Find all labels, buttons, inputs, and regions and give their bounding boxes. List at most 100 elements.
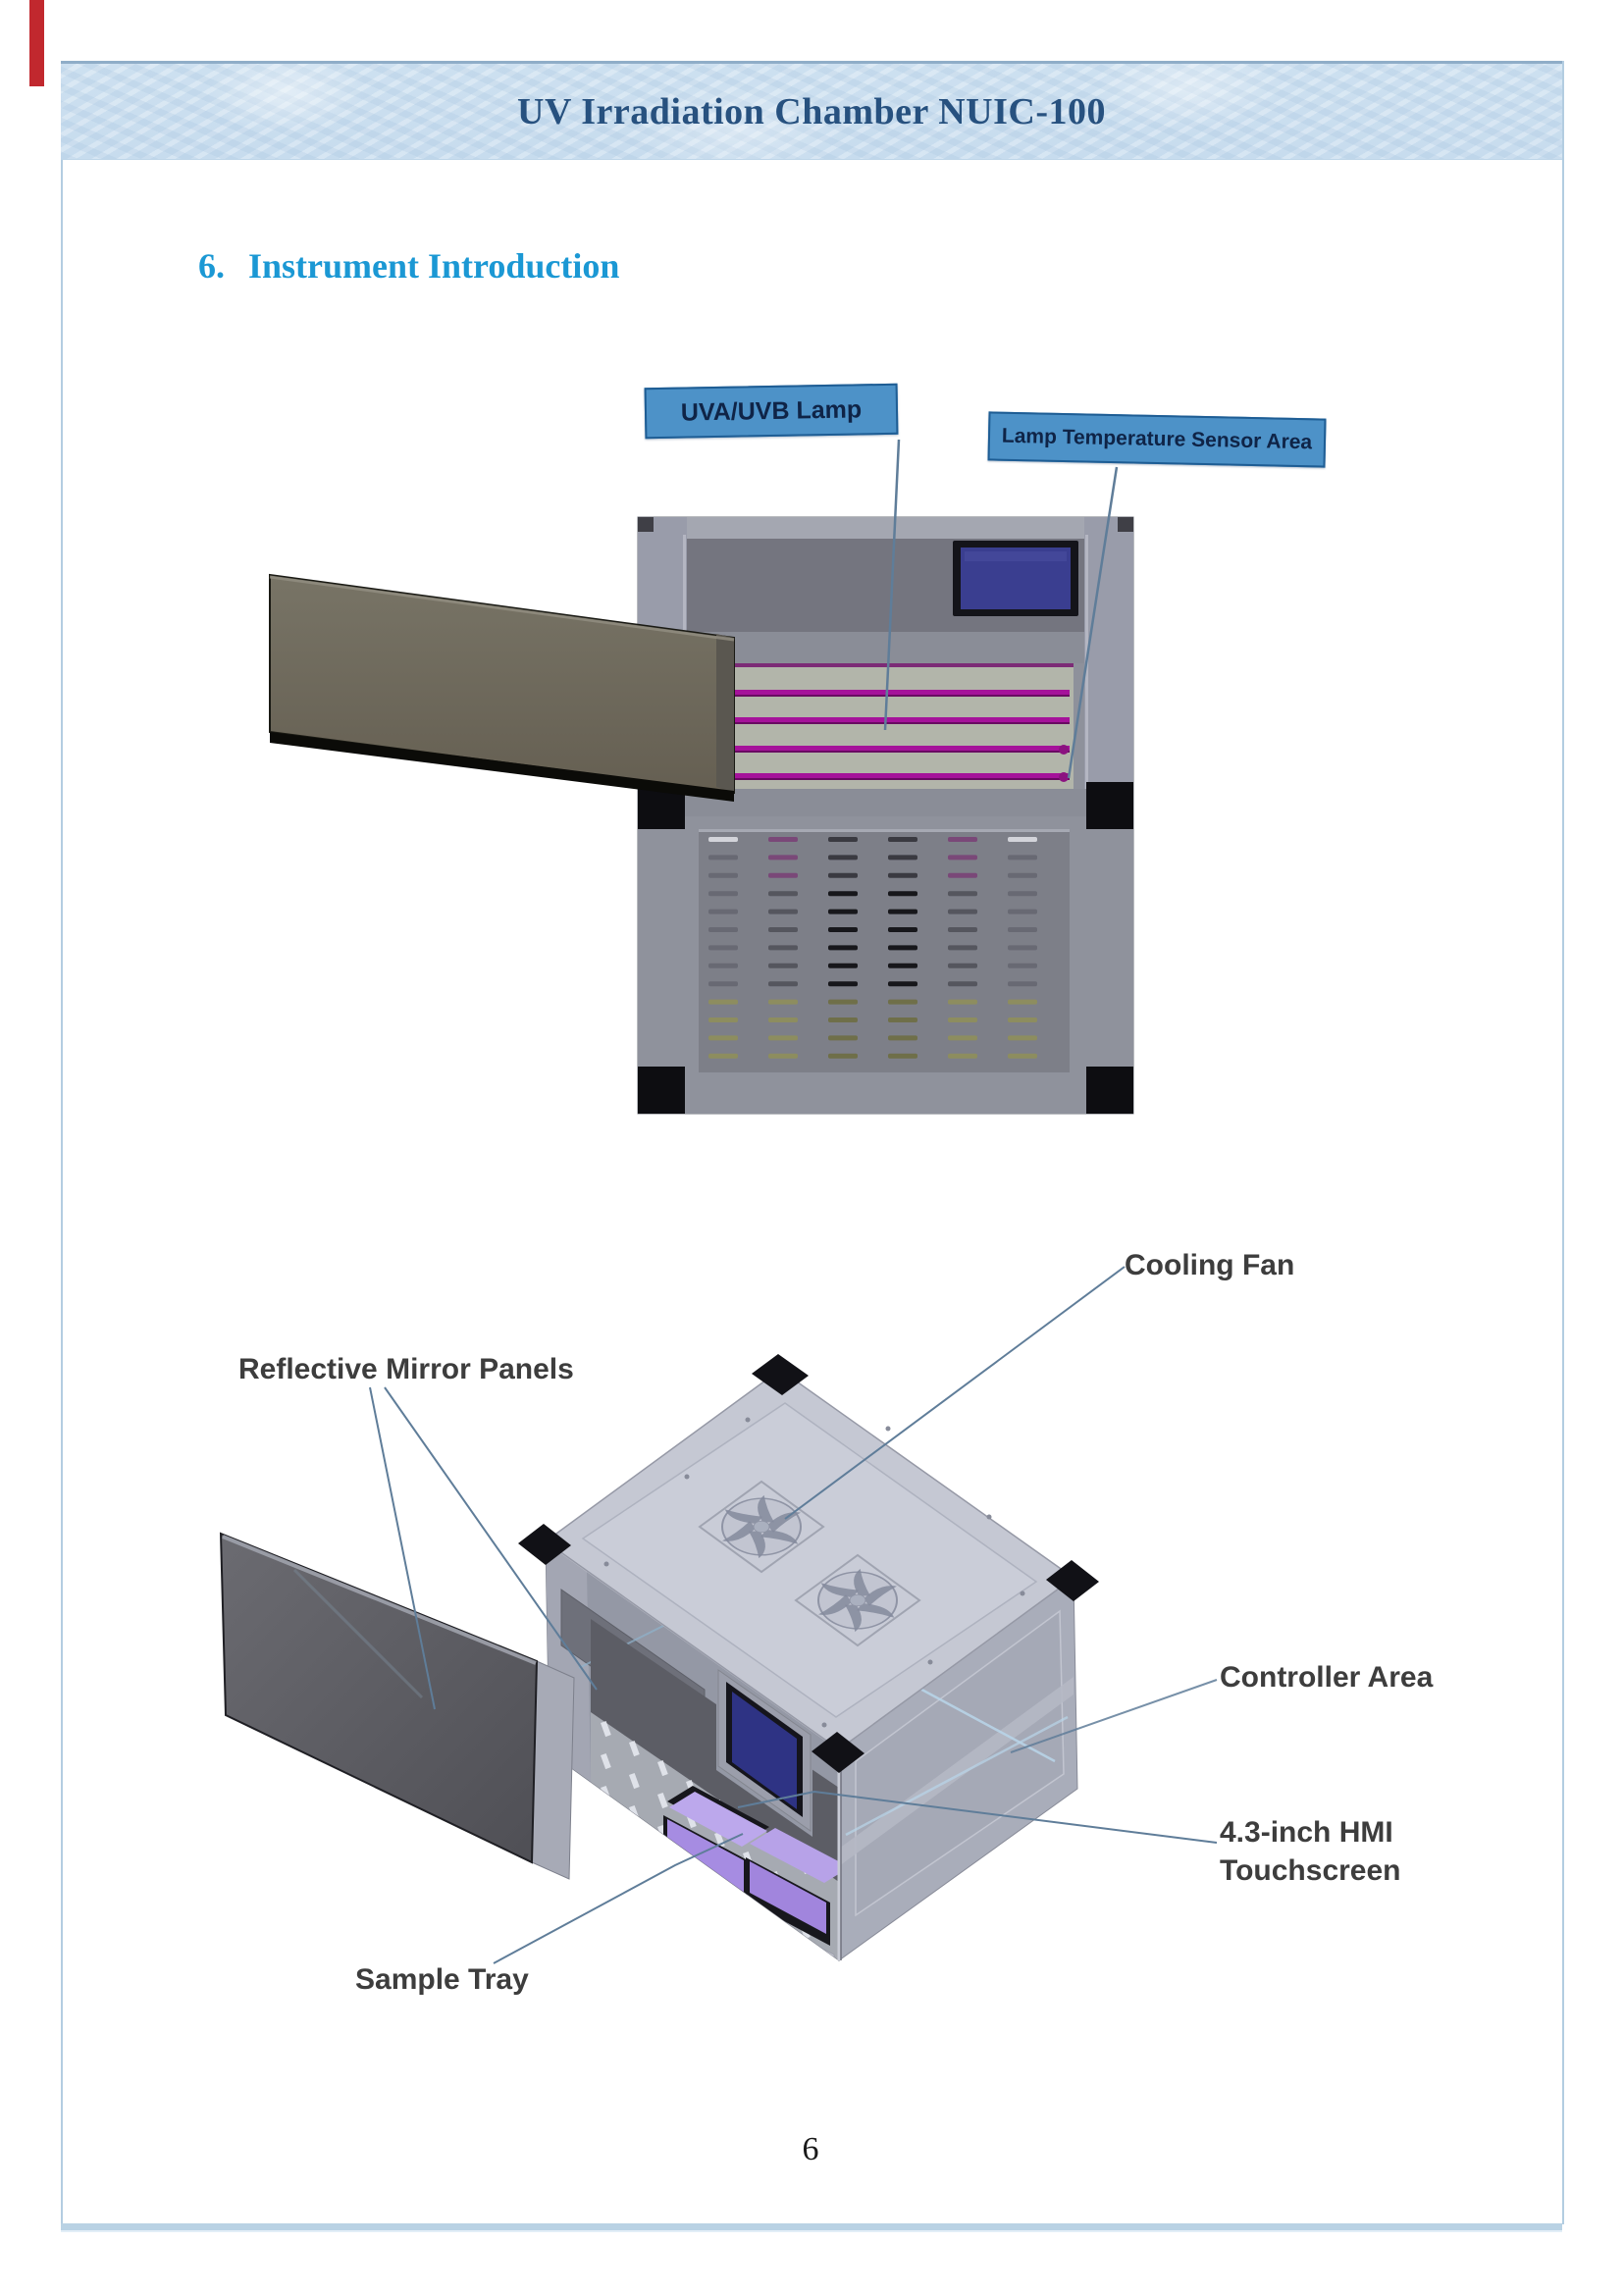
vent-slot	[828, 981, 858, 987]
vent-slot	[708, 891, 738, 897]
floor-slot	[600, 1752, 611, 1770]
callout-reflective-mirror-panels: Reflective Mirror Panels	[238, 1353, 574, 1385]
floor-slot	[713, 1928, 725, 1946]
leader-line-lamp	[883, 439, 901, 731]
lamp-connector	[1059, 745, 1069, 755]
page-header-banner: UV Irradiation Chamber NUIC-100	[61, 61, 1562, 160]
vent-slot	[888, 1053, 917, 1059]
machine2-mirror-door	[219, 1532, 575, 1880]
floor-slot	[770, 1935, 782, 1953]
vent-slot	[768, 837, 798, 842]
figure1-front-view	[269, 439, 1134, 1115]
floor-slot	[628, 1740, 640, 1757]
vent-slot	[948, 945, 977, 951]
fan-blade	[760, 1530, 799, 1544]
top-face-screws	[603, 1417, 1025, 1728]
mirror-door-panel	[219, 1532, 539, 1864]
floor-slot	[714, 1896, 725, 1913]
cooling-fans	[698, 1480, 921, 1647]
fan-blade	[820, 1583, 859, 1597]
vent-slot	[888, 909, 917, 914]
corner-nub	[638, 517, 654, 532]
floor-slot	[629, 1772, 640, 1790]
fan-blade	[845, 1604, 862, 1633]
vent-slot	[888, 945, 917, 951]
callout-controller-area: Controller Area	[1220, 1661, 1434, 1694]
vent-slot	[768, 1035, 798, 1041]
leader-controller	[1010, 1679, 1218, 1753]
leader-mirror-interior	[384, 1386, 598, 1691]
vent-slot	[768, 981, 798, 987]
figure2-leader-lines	[369, 1266, 1218, 1964]
vent-slot	[1008, 909, 1037, 914]
machine1-lamp-chamber	[689, 663, 1074, 789]
callout-sample-tray: Sample Tray	[355, 1963, 529, 1996]
page-border-bottom	[61, 2223, 1562, 2232]
floor-slot	[657, 1889, 668, 1906]
section-title: Instrument Introduction	[248, 246, 620, 286]
vent-panel-edge	[699, 829, 1070, 832]
vent-slot	[768, 999, 798, 1005]
vent-slot	[828, 927, 858, 932]
document-title: UV Irradiation Chamber NUIC-100	[517, 90, 1106, 132]
fan-rotor	[721, 1494, 802, 1559]
fan-blade	[758, 1494, 774, 1523]
vent-slot	[1008, 837, 1037, 842]
fan-blade	[767, 1512, 801, 1533]
vent-grid	[708, 837, 1037, 1059]
vent-slot	[708, 1035, 738, 1041]
vent-slot	[1008, 872, 1037, 878]
floor-slot	[800, 1988, 811, 2004]
fan-blade	[818, 1594, 852, 1615]
vent-slot	[1008, 945, 1037, 951]
leader-mirror-door	[369, 1386, 436, 1710]
vent-slot	[708, 909, 738, 914]
corner-caps	[518, 1354, 1099, 1773]
vent-slot	[948, 872, 977, 878]
lamp-connector	[1059, 772, 1069, 782]
floor-slot	[600, 1850, 611, 1867]
vent-slot	[888, 963, 917, 968]
vent-slot	[888, 872, 917, 878]
vent-slot	[768, 963, 798, 968]
vent-slot	[948, 963, 977, 968]
floor-slot	[742, 1915, 754, 1933]
vent-slot	[948, 1053, 977, 1059]
vent-slot	[828, 872, 858, 878]
vent-slot	[948, 981, 977, 987]
vent-slot	[828, 945, 858, 951]
page-border-frame	[61, 61, 1564, 2224]
vent-slot	[1008, 1017, 1037, 1022]
vent-slot	[768, 872, 798, 878]
vent-slot	[768, 891, 798, 897]
vent-slot	[708, 855, 738, 861]
vent-slot	[768, 945, 798, 951]
fan-blade	[724, 1509, 762, 1524]
vent-slot	[828, 891, 858, 897]
fan-blade	[864, 1586, 897, 1606]
vent-slot	[708, 963, 738, 968]
vent-slot	[888, 855, 917, 861]
leader-line-sensor	[1067, 466, 1119, 779]
floor-slot	[743, 1948, 754, 1960]
vent-slot	[708, 999, 738, 1005]
vent-slot	[768, 855, 798, 861]
floor-slot	[771, 1968, 782, 1984]
vent-slot	[948, 855, 977, 861]
vent-slot	[828, 963, 858, 968]
vent-slot	[708, 981, 738, 987]
vent-slot	[888, 891, 917, 897]
vent-slot	[828, 909, 858, 914]
vent-slot	[948, 927, 977, 932]
leader-sample-tray	[493, 1833, 744, 1964]
vent-slot	[888, 981, 917, 987]
callout-text: UVA/UVB Lamp	[680, 394, 863, 427]
fan-blade	[854, 1568, 870, 1596]
red-edge-mark	[29, 0, 44, 86]
vent-slot	[1008, 855, 1037, 861]
door-hinge-column	[531, 1660, 575, 1880]
floor-slot	[686, 1876, 697, 1894]
corner-nub	[1118, 517, 1133, 532]
